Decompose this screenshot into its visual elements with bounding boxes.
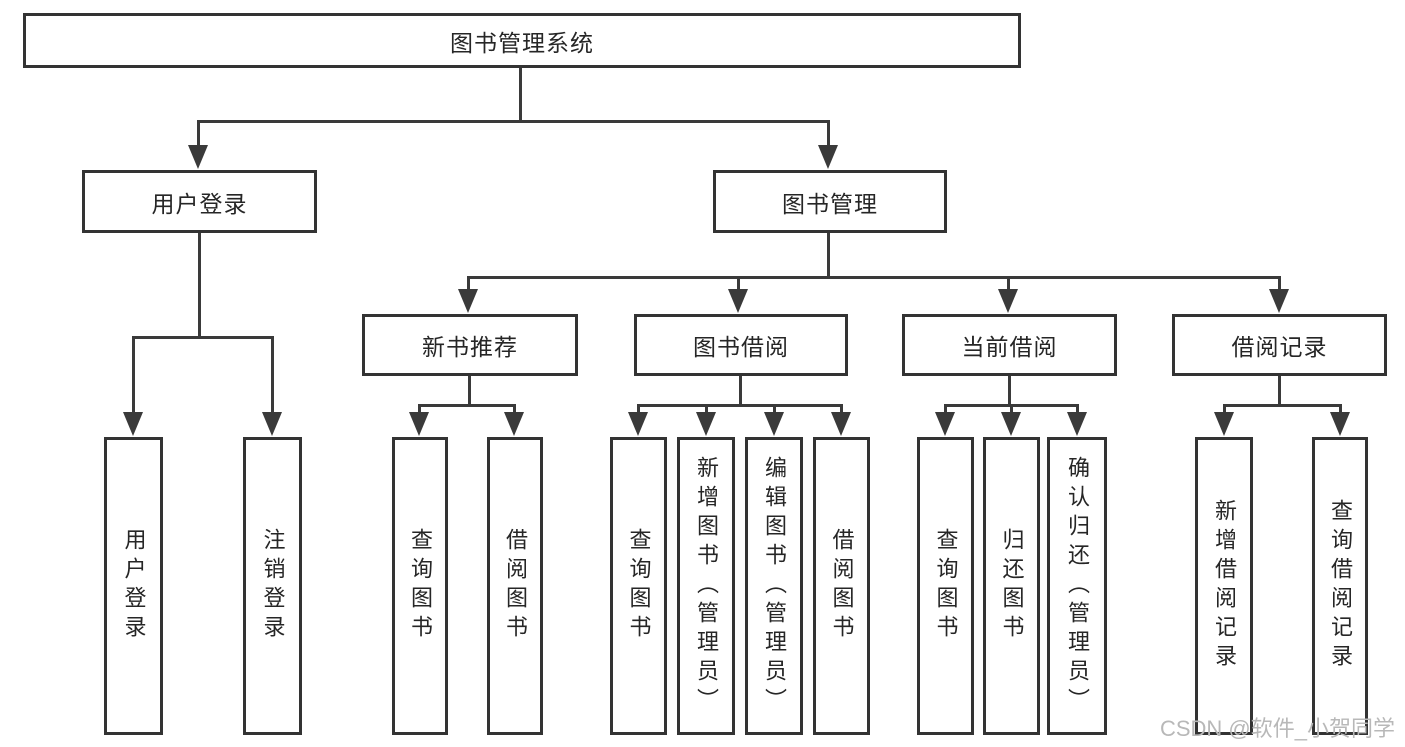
connector-line — [737, 276, 740, 293]
leaf-return-book: 归还图书 — [983, 437, 1040, 735]
leaf-query-books-current-label: 查询图书 — [933, 528, 959, 644]
node-book-management: 图书管理 — [713, 170, 947, 233]
connector-line — [1223, 404, 1226, 415]
node-root-label: 图书管理系统 — [450, 29, 594, 56]
connector-line — [827, 120, 830, 147]
leaf-add-book-admin: 新增图书（管理员） — [677, 437, 735, 735]
connector-line — [773, 404, 776, 415]
connector-line — [468, 376, 471, 407]
leaf-query-borrow-record-label: 查询借阅记录 — [1328, 499, 1353, 673]
connector-line — [827, 233, 830, 279]
connector-line — [132, 336, 135, 414]
arrow-down-icon — [188, 145, 208, 169]
leaf-query-books-borrowing: 查询图书 — [610, 437, 667, 735]
connector-line — [197, 120, 830, 123]
arrow-down-icon — [504, 412, 524, 436]
leaf-confirm-return-admin-label: 确认归还（管理员） — [1065, 455, 1090, 717]
arrow-down-icon — [262, 412, 282, 436]
connector-line — [637, 404, 843, 407]
leaf-borrow-books-recommend-label: 借阅图书 — [503, 528, 528, 644]
node-book-borrowing-label: 图书借阅 — [693, 334, 789, 360]
leaf-add-book-admin-label: 新增图书（管理员） — [694, 455, 719, 717]
leaf-user-login: 用户登录 — [104, 437, 163, 735]
connector-line — [418, 404, 516, 407]
arrow-down-icon — [1067, 412, 1087, 436]
node-user-login-branch: 用户登录 — [82, 170, 317, 233]
connector-line — [840, 404, 843, 415]
connector-line — [705, 404, 708, 415]
arrow-down-icon — [1214, 412, 1234, 436]
leaf-return-book-label: 归还图书 — [999, 528, 1025, 644]
leaf-query-books-recommend-label: 查询图书 — [408, 528, 433, 644]
arrow-down-icon — [628, 412, 648, 436]
leaf-query-books-current: 查询图书 — [917, 437, 974, 735]
connector-line — [1007, 276, 1010, 293]
connector-line — [519, 68, 522, 123]
arrow-down-icon — [409, 412, 429, 436]
node-root: 图书管理系统 — [23, 13, 1021, 68]
connector-line — [1278, 376, 1281, 407]
connector-line — [1008, 376, 1011, 407]
connector-line — [198, 233, 201, 339]
arrow-down-icon — [123, 412, 143, 436]
connector-line — [1076, 404, 1079, 415]
node-current-borrowing: 当前借阅 — [902, 314, 1117, 376]
connector-line — [513, 404, 516, 415]
arrow-down-icon — [1269, 289, 1289, 313]
connector-line — [1278, 276, 1281, 293]
connector-line — [1223, 404, 1341, 407]
leaf-query-borrow-record: 查询借阅记录 — [1312, 437, 1368, 735]
connector-line — [418, 404, 421, 415]
leaf-user-login-label: 用户登录 — [121, 528, 147, 644]
node-new-book-recommend: 新书推荐 — [362, 314, 578, 376]
connector-line — [197, 120, 200, 147]
leaf-query-books-borrowing-label: 查询图书 — [626, 528, 652, 644]
arrow-down-icon — [935, 412, 955, 436]
leaf-edit-book-admin-label: 编辑图书（管理员） — [762, 455, 787, 717]
connector-line — [467, 276, 1281, 279]
connector-line — [944, 404, 947, 415]
arrow-down-icon — [696, 412, 716, 436]
node-current-borrowing-label: 当前借阅 — [961, 334, 1058, 360]
connector-line — [271, 336, 274, 414]
leaf-borrow-books-borrowing: 借阅图书 — [813, 437, 870, 735]
arrow-down-icon — [1001, 412, 1021, 436]
node-borrowing-records-label: 借阅记录 — [1231, 334, 1328, 360]
connector-line — [132, 336, 273, 339]
arrow-down-icon — [998, 289, 1018, 313]
leaf-confirm-return-admin: 确认归还（管理员） — [1047, 437, 1107, 735]
arrow-down-icon — [818, 145, 838, 169]
leaf-add-borrow-record-label: 新增借阅记录 — [1212, 499, 1237, 673]
node-user-login-branch-label: 用户登录 — [151, 190, 248, 217]
leaf-logout-label: 注销登录 — [260, 528, 286, 644]
connector-line — [637, 404, 640, 415]
node-book-borrowing: 图书借阅 — [634, 314, 848, 376]
arrow-down-icon — [728, 289, 748, 313]
arrow-down-icon — [764, 412, 784, 436]
arrow-down-icon — [1330, 412, 1350, 436]
leaf-edit-book-admin: 编辑图书（管理员） — [745, 437, 803, 735]
arrow-down-icon — [458, 289, 478, 313]
connector-line — [739, 376, 742, 407]
arrow-down-icon — [831, 412, 851, 436]
node-borrowing-records: 借阅记录 — [1172, 314, 1387, 376]
node-book-management-label: 图书管理 — [782, 190, 878, 217]
node-new-book-recommend-label: 新书推荐 — [422, 334, 518, 360]
connector-line — [1339, 404, 1342, 415]
leaf-add-borrow-record: 新增借阅记录 — [1195, 437, 1253, 735]
leaf-logout: 注销登录 — [243, 437, 302, 735]
watermark: CSDN @软件_小贺同学 — [1159, 716, 1395, 741]
leaf-borrow-books-recommend: 借阅图书 — [487, 437, 543, 735]
connector-line — [1010, 404, 1013, 415]
leaf-borrow-books-borrowing-label: 借阅图书 — [829, 528, 855, 644]
connector-line — [467, 276, 470, 293]
leaf-query-books-recommend: 查询图书 — [392, 437, 448, 735]
